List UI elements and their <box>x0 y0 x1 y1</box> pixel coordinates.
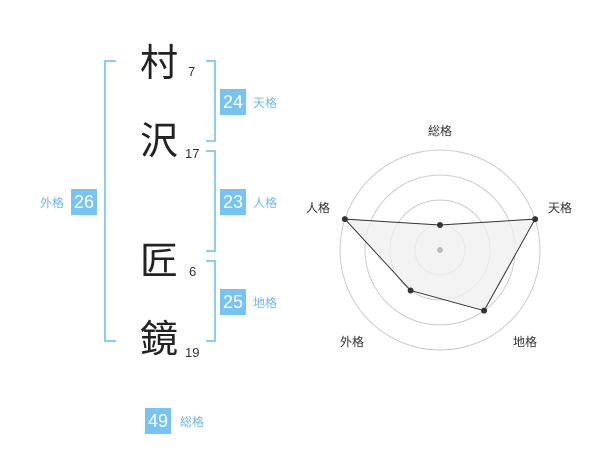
stroke-count-2: 17 <box>185 146 200 161</box>
radar-point <box>532 216 539 223</box>
radar-points <box>341 216 539 314</box>
tenkaku-value-badge: 24 <box>220 89 247 115</box>
radar-axis-label-jinkaku: 人格 <box>306 200 330 215</box>
jinkaku-value-badge: 23 <box>220 189 247 215</box>
gaikaku-bracket <box>104 60 116 342</box>
jinkaku-label: 人格 <box>253 196 278 210</box>
name-char-2: 沢 <box>140 119 179 163</box>
chikaku-value-badge: 25 <box>220 289 247 315</box>
radar-axis-label-tenkaku: 天格 <box>548 200 572 215</box>
stroke-count-3: 6 <box>189 264 197 279</box>
soukaku-value-badge: 49 <box>145 408 172 434</box>
radar-axis-label-gaikaku: 外格 <box>340 334 364 349</box>
radar-axis-label-soukaku: 総格 <box>428 123 452 138</box>
radar-shape <box>343 218 536 312</box>
radar-center <box>437 247 443 253</box>
name-char-1: 村 <box>140 41 179 85</box>
chikaku-bracket <box>206 260 216 342</box>
tenkaku-label: 天格 <box>253 96 278 110</box>
name-char-3: 匠 <box>140 239 179 283</box>
soukaku-label: 総格 <box>180 415 205 429</box>
gaikaku-label: 外格 <box>40 196 65 210</box>
stroke-count-4: 19 <box>185 345 200 360</box>
stroke-count-1: 7 <box>188 64 196 79</box>
radar-point <box>341 216 348 223</box>
name-char-4: 鏡 <box>140 317 179 361</box>
gaikaku-value-badge: 26 <box>71 189 98 215</box>
radar-axis-label-chikaku: 地格 <box>513 334 537 349</box>
tenkaku-bracket <box>206 60 216 142</box>
radar-point <box>481 307 488 314</box>
radar-point <box>407 287 414 294</box>
jinkaku-bracket <box>206 150 216 252</box>
radar-ring <box>339 149 541 351</box>
radar-point <box>437 222 443 228</box>
chikaku-label: 地格 <box>253 296 278 310</box>
